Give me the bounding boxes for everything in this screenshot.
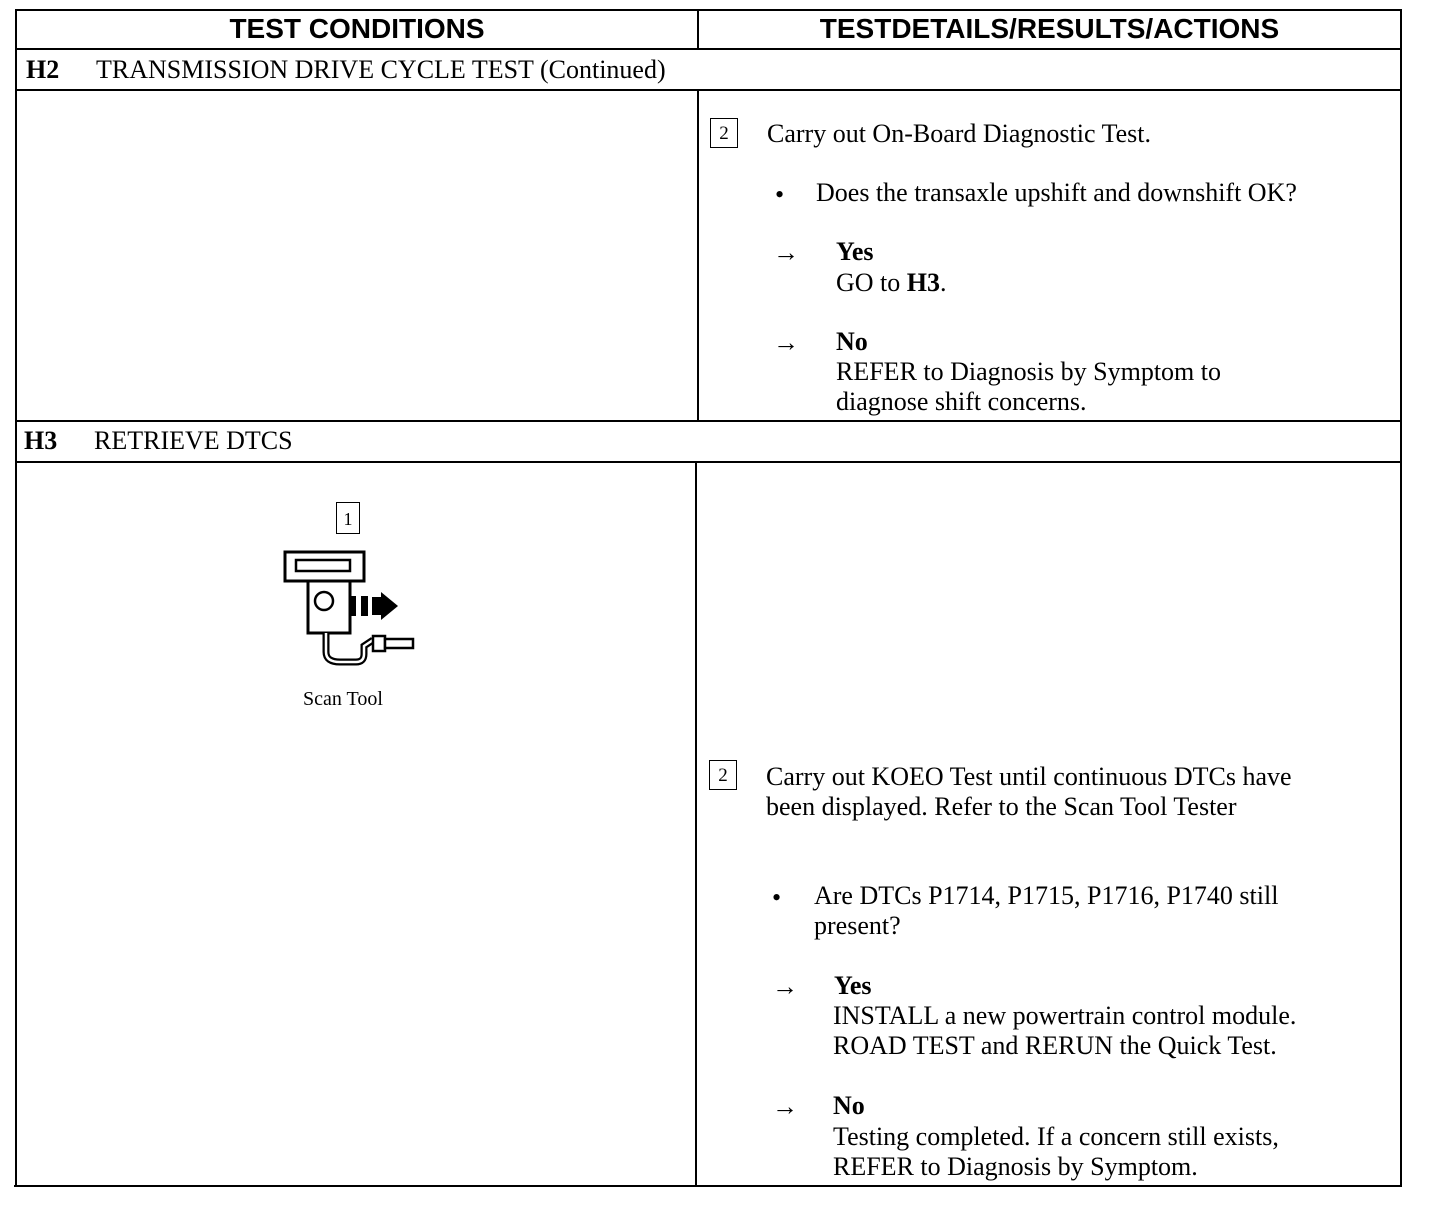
answer-no-action-line1: Testing completed. If a concern still ex… [833,1122,1279,1151]
answer-yes-action-line2: ROAD TEST and RERUN the Quick Test. [833,1031,1277,1060]
step-instruction-line1: Carry out KOEO Test until continuous DTC… [766,762,1292,791]
header-bottom-border [16,48,1402,50]
bullet-glyph: • [775,180,785,209]
scan-tool-label: Scan Tool [303,688,383,710]
section-title-h3: H3 RETRIEVE DTCS [24,426,293,456]
answer-yes-label: Yes [836,237,874,266]
step-question-line1: Are DTCs P1714, P1715, P1716, P1740 stil… [814,881,1279,910]
section-title-text: TRANSMISSION DRIVE CYCLE TEST (Continued… [96,55,666,84]
bullet-glyph: • [772,883,782,912]
answer-no-label: No [833,1091,865,1120]
step-question: Does the transaxle upshift and downshift… [816,178,1297,207]
arrow-right-icon: → [772,1092,798,1121]
answer-no-action-line2: diagnose shift concerns. [836,387,1087,416]
step-number-box: 2 [709,760,737,790]
step-number-box: 1 [336,502,360,534]
step-question-line2: present? [814,911,901,940]
answer-no-action-line2: REFER to Diagnosis by Symptom. [833,1152,1198,1181]
scan-tool-icon [283,550,415,666]
answer-yes-label: Yes [834,971,872,1000]
header-test-details: TESTDETAILS/RESULTS/ACTIONS [819,13,1280,44]
column-divider-h2 [697,89,699,422]
table-bottom-border [14,1185,1400,1187]
table-right-border [1400,9,1402,1187]
section-code: H3 [24,426,58,455]
action-text: GO to [836,268,907,297]
arrow-right-icon: → [773,328,799,357]
step-number-box: 2 [710,118,738,148]
action-reference: H3 [906,268,941,297]
answer-no-action-line1: REFER to Diagnosis by Symptom to [836,357,1221,386]
section-title-h2: H2 TRANSMISSION DRIVE CYCLE TEST (Continu… [26,55,666,85]
action-text-suffix: . [940,268,947,297]
step-instruction-line2: been displayed. Refer to the Scan Tool T… [766,792,1237,821]
step-instruction: Carry out On-Board Diagnostic Test. [767,119,1152,148]
h2-title-bottom-border [16,89,1402,91]
column-divider-h3 [695,461,697,1187]
answer-yes-action-line1: INSTALL a new powertrain control module. [833,1001,1297,1030]
answer-yes-action: GO to H3. [836,268,947,298]
section-title-text: RETRIEVE DTCS [94,426,293,455]
arrow-right-icon: → [772,972,798,1001]
section-code: H2 [26,55,60,84]
h3-title-bottom-border [16,461,1402,463]
arrow-right-icon: → [773,238,799,267]
table-left-border [15,9,17,1187]
header-test-conditions: TEST CONDITIONS [229,13,485,44]
column-divider-header [697,9,699,50]
table-top-border [16,9,1402,11]
answer-no-label: No [836,327,868,356]
h3-title-top-border [16,420,1402,422]
